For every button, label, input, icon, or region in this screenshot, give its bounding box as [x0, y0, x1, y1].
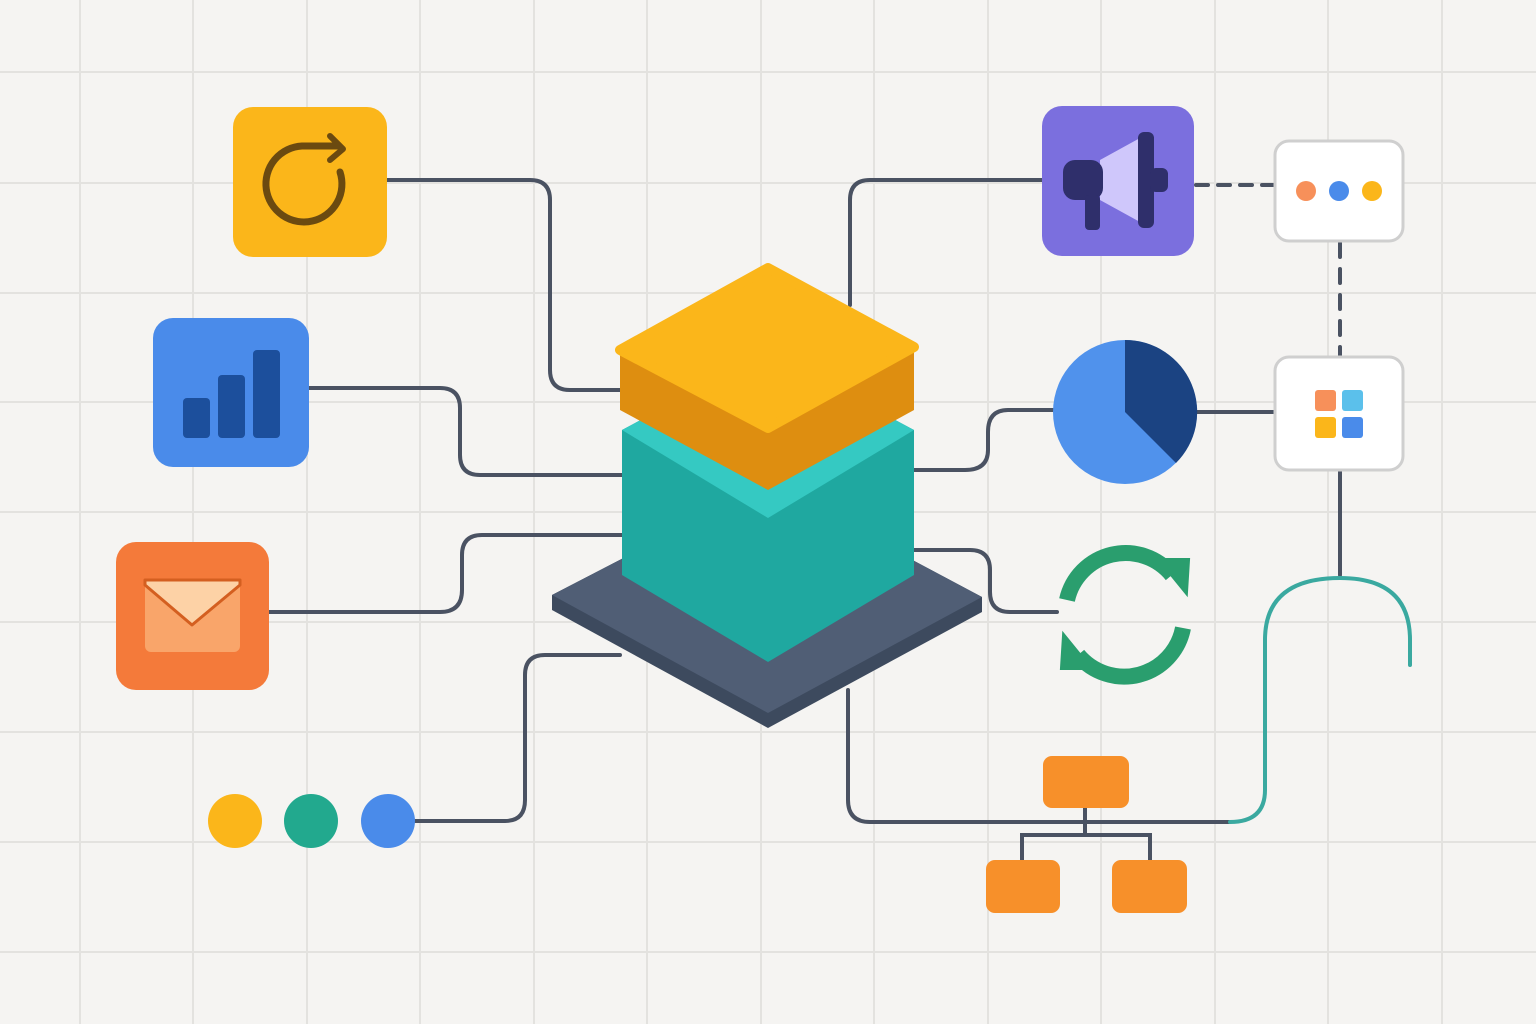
- mail-icon: [143, 578, 242, 652]
- more-dots-card[interactable]: [1273, 139, 1405, 243]
- apps-grid-icon: [1315, 390, 1363, 438]
- megaphone-icon: [1063, 132, 1168, 230]
- refresh-tile[interactable]: [233, 107, 387, 257]
- sync-icon[interactable]: [1059, 545, 1191, 685]
- status-dots-icon: [208, 794, 415, 848]
- mail-tile[interactable]: [116, 542, 269, 690]
- refresh-icon: [262, 142, 346, 226]
- announcement-tile[interactable]: [1042, 106, 1194, 256]
- org-chart-icon[interactable]: [986, 756, 1187, 913]
- more-dots-icon: [1296, 181, 1382, 201]
- pie-chart-icon[interactable]: [1053, 339, 1198, 484]
- apps-grid-card[interactable]: [1273, 355, 1405, 472]
- central-stack-icon[interactable]: [552, 263, 982, 728]
- connectors: [267, 178, 1342, 862]
- teal-connector: [1228, 575, 1412, 824]
- analytics-tile[interactable]: [153, 318, 309, 467]
- bar-chart-icon: [183, 350, 280, 438]
